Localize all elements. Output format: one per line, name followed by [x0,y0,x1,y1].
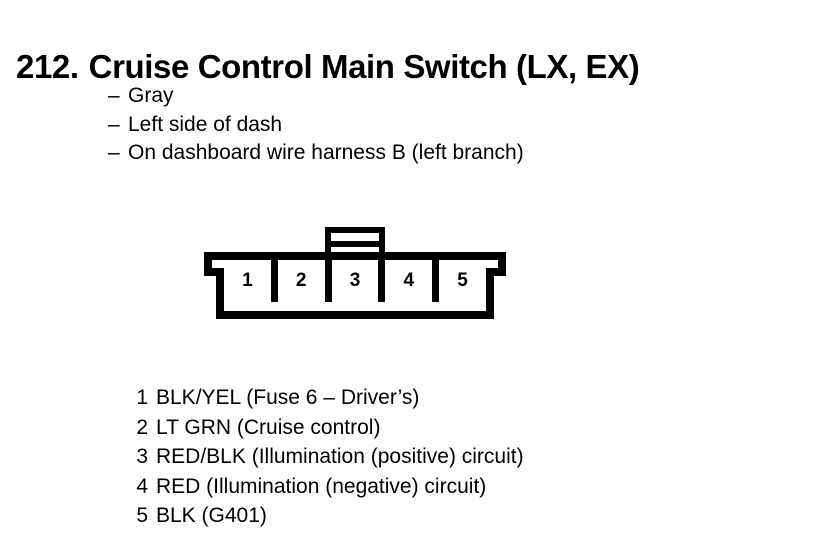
housing-right-shoulder [486,268,506,276]
terminal-cavity-3: 3 [324,260,379,302]
pin-description: LT GRN (Cruise control) [156,415,381,439]
tab-slot-upper [331,241,379,247]
connector-attribute-list: – Gray – Left side of dash – On dashboar… [108,82,524,168]
attribute-item-label: Left side of dash [128,112,283,136]
terminal-cavity-row: 1 2 3 4 5 [224,260,486,302]
attribute-item-location: – Left side of dash [108,111,524,140]
housing-left-foot [216,311,224,319]
terminal-cavity-1: 1 [224,260,271,302]
pin-legend-row: 5 BLK (G401) [136,501,524,531]
terminal-cavity-4: 4 [378,260,433,302]
pin-description: RED (Illumination (negative) circuit) [156,474,487,498]
page-title: 212.Cruise Control Main Switch (LX, EX) [16,48,640,86]
page-title-text: Cruise Control Main Switch (LX, EX) [88,48,640,86]
attribute-item-harness: – On dashboard wire harness B (left bran… [108,139,524,168]
pin-number: 2 [136,415,148,439]
pin-number: 5 [136,504,148,528]
pin-legend-row: 3 RED/BLK (Illumination (positive) circu… [136,442,524,472]
housing-right-skirt [486,268,494,319]
housing-right-foot [486,311,494,319]
attribute-item-label: On dashboard wire harness B (left branch… [128,141,524,164]
housing-left-edge [204,252,212,274]
bullet-dash-icon: – [108,141,120,164]
page-title-number: 212. [16,48,79,86]
pin-number: 3 [136,445,148,469]
bullet-dash-icon: – [108,112,120,136]
pin-number: 1 [136,386,148,409]
pin-legend-row: 2 LT GRN (Cruise control) [136,413,524,443]
housing-top-edge [204,252,506,260]
connector-housing: 1 2 3 4 5 [204,252,506,319]
housing-right-edge [498,252,506,274]
pin-description: BLK/YEL (Fuse 6 – Driver’s) [156,386,420,409]
housing-left-skirt [216,268,224,319]
attribute-item-color: – Gray [108,82,524,111]
pin-legend-row: 1 BLK/YEL (Fuse 6 – Driver’s) [136,383,524,413]
terminal-cavity-2: 2 [270,260,325,302]
attribute-item-label: Gray [128,84,174,107]
pin-description: RED/BLK (Illumination (positive) circuit… [156,445,524,469]
terminal-cavity-5: 5 [432,260,486,302]
housing-left-shoulder [204,268,224,276]
connector-diagram: 1 2 3 4 5 [204,227,506,319]
pin-number: 4 [136,474,148,498]
bullet-dash-icon: – [108,84,120,107]
pin-legend-list: 1 BLK/YEL (Fuse 6 – Driver’s) 2 LT GRN (… [136,383,524,531]
pin-description: BLK (G401) [156,504,267,528]
pin-legend-row: 4 RED (Illumination (negative) circuit) [136,472,524,502]
housing-bottom-edge [216,311,494,319]
